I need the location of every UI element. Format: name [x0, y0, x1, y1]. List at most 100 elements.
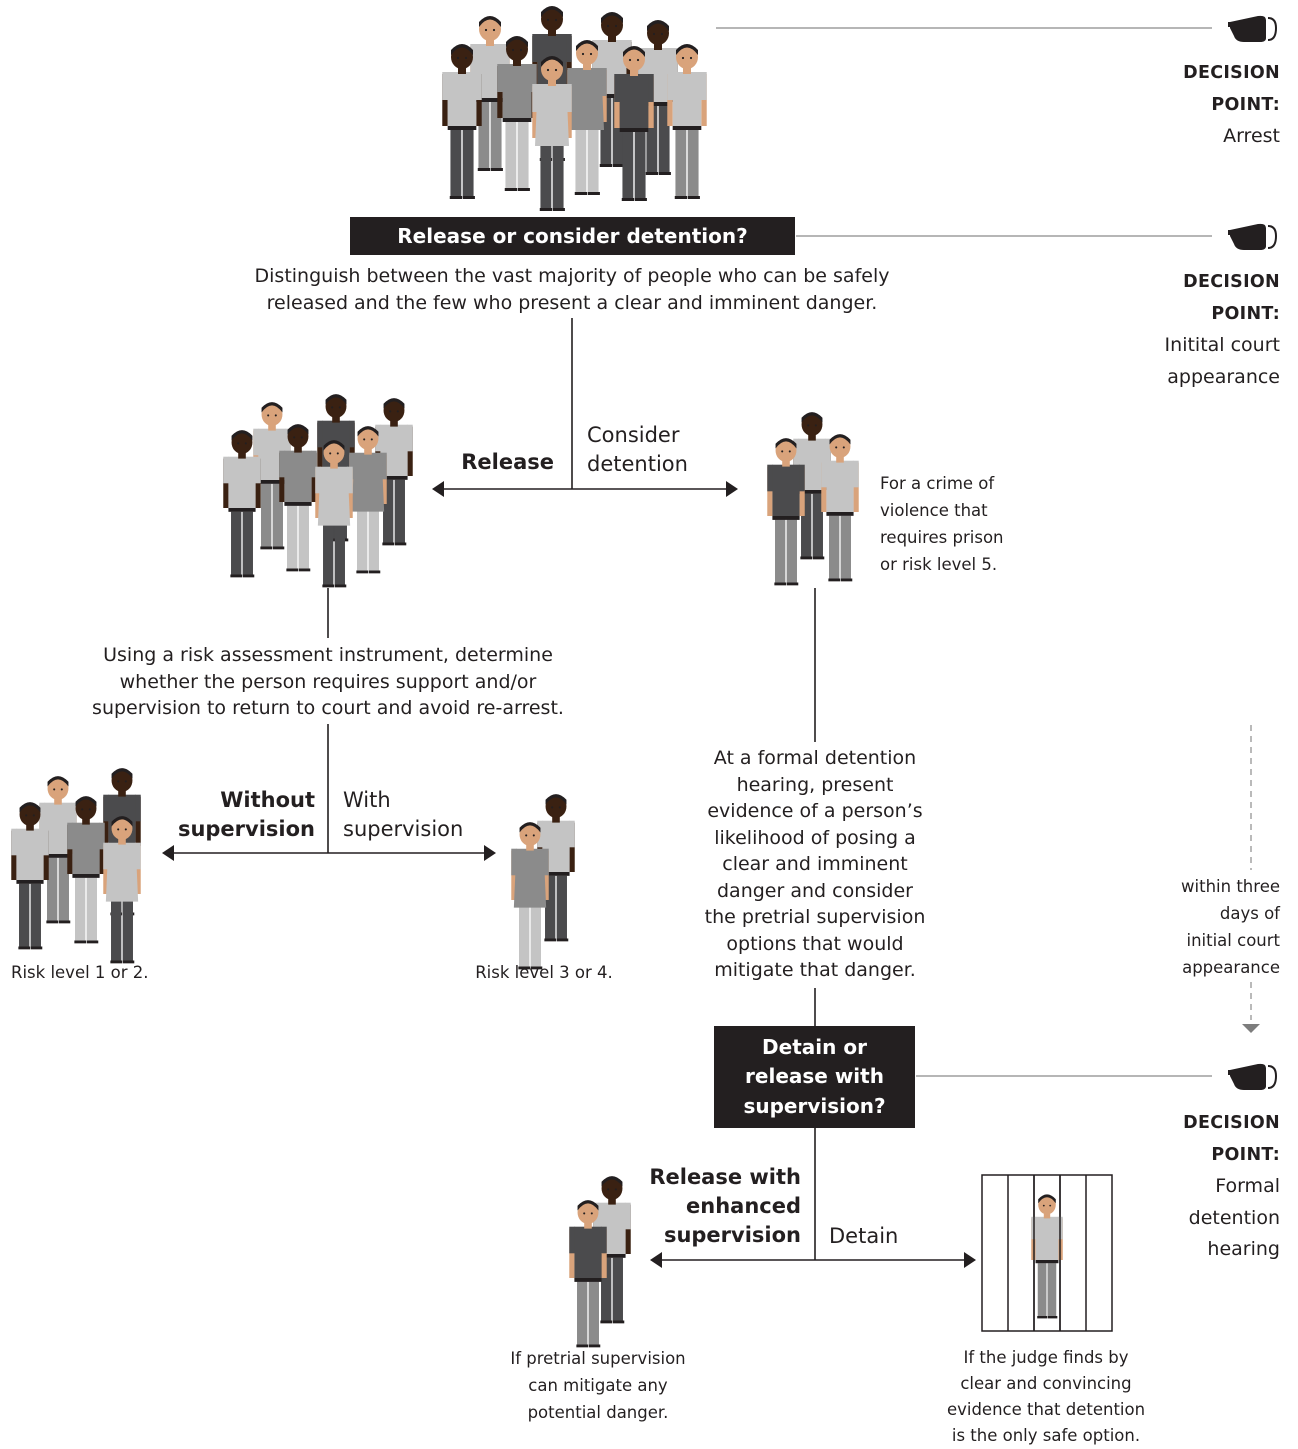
caption-line: potential danger. — [527, 1403, 669, 1422]
branch-line: With — [343, 788, 391, 812]
branch-with-supervision-label: With supervision — [343, 786, 503, 844]
caption-line: If the judge finds by — [963, 1348, 1129, 1367]
description-line: supervision to return to court and avoid… — [92, 697, 564, 719]
decision-point-name: hearing — [1207, 1238, 1280, 1260]
caption-line: evidence that detention — [946, 1400, 1146, 1419]
decision-point-label: POINT: — [1211, 303, 1280, 324]
hearing-timing-note: within three days of initial court appea… — [1140, 873, 1280, 981]
box-line: supervision? — [743, 1093, 886, 1118]
note-line: violence that — [880, 501, 988, 520]
branch-line: Release with — [649, 1165, 801, 1189]
decision-point-label: DECISION — [1183, 1113, 1280, 1133]
pointing-hand-icons — [1228, 15, 1278, 1090]
person-icon — [567, 40, 607, 195]
decision-point-name: Initital court — [1164, 334, 1280, 356]
person-icon — [39, 776, 77, 924]
pointing-hand-icon — [1228, 1063, 1278, 1090]
timing-line: appearance — [1182, 958, 1280, 977]
decision-point-name: detention — [1188, 1206, 1280, 1229]
note-line: requires prison — [880, 528, 1004, 547]
detain-caption: If the judge finds by clear and convinci… — [926, 1345, 1166, 1449]
decision-point-label: POINT: — [1211, 94, 1280, 115]
arrowheads — [162, 481, 976, 1268]
branch-line: Without — [220, 788, 315, 812]
branch-line: supervision — [177, 817, 315, 841]
decision-point-name: Arrest — [1223, 125, 1280, 147]
caption-line: clear and convincing — [960, 1374, 1132, 1393]
description-line: clear and imminent — [722, 853, 908, 875]
description-line: Distinguish between the vast majority of… — [254, 265, 890, 287]
branch-enhanced-supervision-label: Release with enhanced supervision — [630, 1163, 801, 1250]
description-line: evidence of a person’s — [707, 800, 923, 822]
jail-bars-front — [1033, 1175, 1061, 1331]
description-line: the pretrial supervision — [704, 906, 926, 928]
description-line: Using a risk assessment instrument, dete… — [103, 644, 553, 666]
person-icon — [667, 44, 707, 199]
risk-level-1-2-caption: Risk level 1 or 2. — [11, 963, 149, 982]
person-icon — [67, 796, 105, 944]
description-line: released and the few who present a clear… — [266, 291, 878, 314]
release-or-detention-box: Release or consider detention? — [350, 217, 795, 255]
branch-release-label: Release — [461, 450, 554, 474]
description-line: whether the person requires support and/… — [119, 670, 537, 693]
caption-line: is the only safe option. — [951, 1426, 1141, 1445]
note-line: For a crime of — [880, 474, 995, 493]
risk-level-3-4-caption: Risk level 3 or 4. — [475, 963, 613, 982]
pointing-hand-icon — [1228, 223, 1278, 250]
caption-line: can mitigate any — [528, 1376, 668, 1395]
decision-point-initial-appearance: DECISION POINT: Initital court appearanc… — [1165, 267, 1280, 393]
box-line: release with — [745, 1064, 884, 1089]
branch-line: Consider — [587, 423, 680, 447]
timing-line: days of — [1219, 904, 1280, 923]
jailed-person-icon — [1031, 1194, 1063, 1319]
person-icon — [767, 438, 805, 586]
decision-point-arrest: DECISION POINT: Arrest — [1183, 58, 1280, 153]
person-icon — [279, 424, 317, 572]
description-line: mitigate that danger. — [714, 959, 916, 981]
decision-point-formal-hearing: DECISION POINT: Formal detention hearing — [1183, 1108, 1280, 1266]
person-icon — [1031, 1194, 1063, 1319]
decision-point-name: appearance — [1167, 365, 1280, 388]
branch-line: detention — [587, 452, 688, 476]
decision-point-lines — [716, 27, 1252, 1077]
person-icon — [11, 802, 49, 950]
person-icon — [442, 44, 482, 199]
decision-point-name: Formal — [1215, 1175, 1280, 1197]
person-icon — [569, 1200, 607, 1348]
branch-line: supervision — [343, 817, 464, 841]
person-icon — [511, 822, 549, 970]
timing-line: within three — [1181, 877, 1280, 896]
enhanced-supervision-caption: If pretrial supervision can mitigate any… — [483, 1345, 713, 1426]
decision-point-label: DECISION — [1183, 272, 1280, 292]
release-or-detention-label: Release or consider detention? — [397, 224, 748, 248]
connector-lines — [170, 318, 968, 1261]
risk-assessment-description: Using a risk assessment instrument, dete… — [78, 642, 578, 722]
description-line: At a formal detention — [713, 747, 917, 769]
stage1-description: Distinguish between the vast majority of… — [222, 263, 922, 316]
description-line: danger and consider — [717, 879, 913, 902]
branch-without-supervision-label: Without supervision — [150, 786, 315, 844]
caption-line: If pretrial supervision — [510, 1349, 686, 1368]
person-icon — [103, 816, 141, 964]
timing-arrowhead — [1242, 1024, 1260, 1033]
person-icon — [375, 398, 413, 546]
description-line: hearing, present — [736, 773, 894, 796]
detain-or-release-box: Detain or release with supervision? — [714, 1026, 915, 1128]
formal-hearing-description: At a formal detention hearing, present e… — [690, 745, 940, 984]
consider-detention-note: For a crime of violence that requires pr… — [880, 470, 1040, 578]
description-line: likelihood of posing a — [714, 826, 916, 849]
branch-line: enhanced — [686, 1194, 801, 1218]
branch-detain-label: Detain — [829, 1224, 899, 1248]
decision-point-label: POINT: — [1211, 1144, 1280, 1165]
decision-point-label: DECISION — [1183, 63, 1280, 83]
person-icon — [315, 440, 353, 588]
description-line: options that would — [726, 932, 904, 955]
box-line: Detain or — [762, 1034, 867, 1059]
pointing-hand-icon — [1228, 15, 1278, 43]
person-icon — [532, 56, 572, 211]
person-icon — [614, 46, 654, 201]
person-icon — [821, 434, 859, 582]
person-icon — [223, 430, 261, 578]
timing-line: initial court — [1186, 931, 1281, 950]
